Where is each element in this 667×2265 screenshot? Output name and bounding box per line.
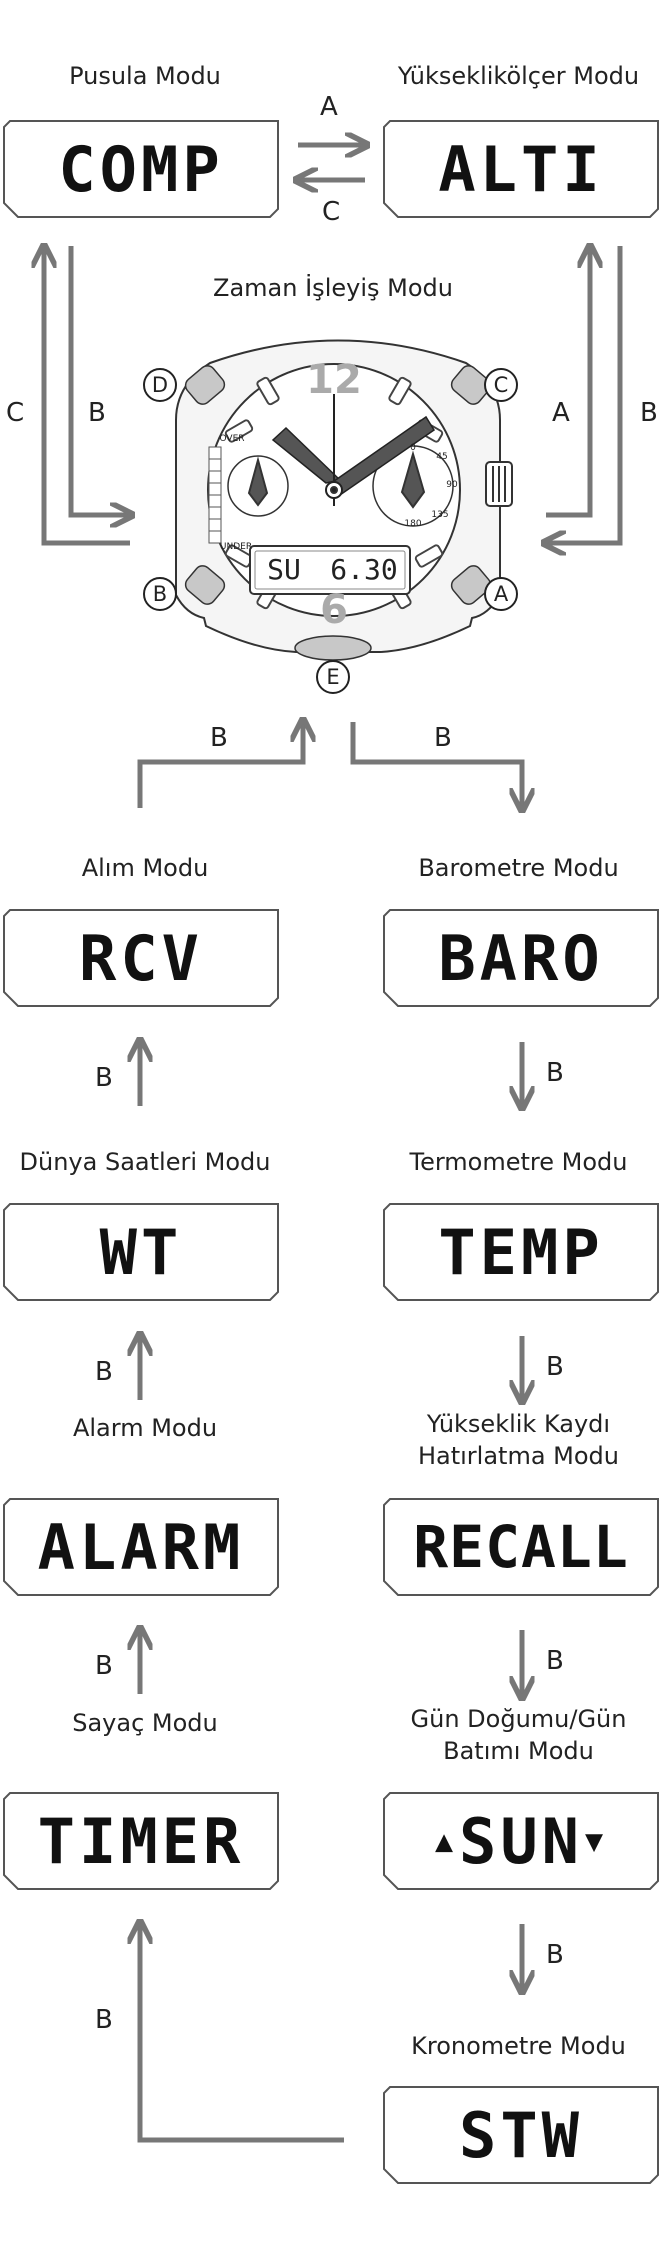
timekeeping-mode-label: Zaman İşleyiş Modu xyxy=(213,274,453,302)
arrow-label-b-timer-return: B xyxy=(95,2005,113,2035)
digital-window xyxy=(249,545,411,595)
dial-marker-6: 6 xyxy=(320,587,348,633)
display-box-stopwatch xyxy=(383,2086,659,2184)
arrow-watch-to-barometer xyxy=(350,722,522,808)
timer-display: TIMER xyxy=(37,1804,245,1878)
arrow-right-outer-b xyxy=(546,246,623,543)
alarm-mode-label: Alarm Modu xyxy=(72,1414,218,1442)
arrow-label-b-world-time: B xyxy=(95,1063,113,1093)
display-box-sunrise xyxy=(383,1792,659,1890)
display-box-timer xyxy=(3,1792,279,1890)
world-time-display: WT xyxy=(99,1215,183,1289)
arrow-label-b-left: B xyxy=(88,398,106,428)
display-box-thermometer xyxy=(383,1203,659,1301)
arrow-right-inner-a xyxy=(546,248,590,518)
digital-day: SU xyxy=(267,553,301,586)
display-box-recall xyxy=(383,1498,659,1596)
arrow-label-b-receive: B xyxy=(210,723,228,753)
display-box-compass xyxy=(3,120,279,218)
push-button-a xyxy=(450,565,492,605)
arrow-label-b-thermometer: B xyxy=(546,1058,564,1088)
altimeter-display: ALTI xyxy=(438,132,604,206)
right-subdial-hand xyxy=(400,450,426,509)
sunrise-display: ▲SUN▼ xyxy=(384,1793,658,1889)
arrow-label-b-recall: B xyxy=(546,1352,564,1382)
arrow-label-c-left: C xyxy=(6,398,25,428)
button-d-label: D xyxy=(143,368,177,402)
arrow-watch-to-receive xyxy=(137,722,303,808)
left-subdial-hand xyxy=(247,456,269,507)
display-box-barometer xyxy=(383,909,659,1007)
barometer-mode-label: Barometre Modu xyxy=(418,854,619,882)
sunrise-mode-label-line1: Gün Doğumu/Gün xyxy=(410,1705,627,1733)
barometer-display: BARO xyxy=(438,921,604,995)
subdial-mark-135: 135 xyxy=(431,510,449,520)
watch-illustration xyxy=(175,339,513,661)
recall-mode-label-line2: Hatırlatma Modu xyxy=(417,1442,620,1470)
arrow-label-b-sunrise: B xyxy=(546,1646,564,1676)
arrow-label-c-top: C xyxy=(322,197,341,227)
button-b-label: B xyxy=(143,577,177,611)
push-button-c xyxy=(450,365,492,405)
arrow-label-b-barometer: B xyxy=(434,723,452,753)
subdial-mark-180: 180 xyxy=(404,519,422,529)
thermometer-mode-label: Termometre Modu xyxy=(409,1148,628,1176)
receive-display: RCV xyxy=(79,921,203,995)
compass-mode-label: Pusula Modu xyxy=(69,62,221,90)
display-box-world-time xyxy=(3,1203,279,1301)
thermometer-display: TEMP xyxy=(438,1215,604,1289)
display-box-alarm xyxy=(3,1498,279,1596)
world-time-mode-label: Dünya Saatleri Modu xyxy=(19,1148,271,1176)
altitude-scale xyxy=(208,446,222,544)
sunset-down-triangle-icon: ▼ xyxy=(584,1823,608,1859)
altimeter-mode-label: Yükseklikölçer Modu xyxy=(397,62,640,90)
button-a-label: A xyxy=(484,577,518,611)
sunrise-mode-label-line2: Batımı Modu xyxy=(443,1737,594,1765)
subdial-mark-45: 45 xyxy=(436,452,448,462)
subdial-mark-90: 90 xyxy=(446,480,458,490)
scale-label-under: UNDER xyxy=(219,542,253,552)
stopwatch-mode-label: Kronometre Modu xyxy=(411,2032,626,2060)
arrow-left-inner-b xyxy=(68,246,130,515)
receive-mode-label: Alım Modu xyxy=(81,854,209,882)
arrow-label-b-right: B xyxy=(640,398,658,428)
arrow-label-a-right: A xyxy=(552,398,570,428)
dial-marker-12: 12 xyxy=(306,357,362,403)
button-c-label: C xyxy=(484,368,518,402)
arrow-label-b-alarm: B xyxy=(95,1357,113,1387)
alarm-display: ALARM xyxy=(37,1510,245,1584)
sunrise-up-triangle-icon: ▲ xyxy=(434,1823,457,1859)
digital-time: 6.30 xyxy=(330,553,398,586)
display-box-altimeter xyxy=(383,120,659,218)
display-box-receive xyxy=(3,909,279,1007)
arrow-stopwatch-to-timer xyxy=(140,1924,344,2143)
push-button-b xyxy=(184,565,226,605)
stopwatch-display: STW xyxy=(459,2098,583,2172)
compass-display: COMP xyxy=(58,132,224,206)
scale-label-over: OVER xyxy=(219,434,245,444)
arrow-left-outer-c xyxy=(44,248,130,546)
push-button-d xyxy=(184,365,226,405)
button-e-label: E xyxy=(316,660,350,694)
timer-mode-label: Sayaç Modu xyxy=(72,1709,218,1737)
subdial-mark-0: 0 xyxy=(410,443,416,453)
arrow-label-b-timer: B xyxy=(95,1651,113,1681)
recall-display: RECALL xyxy=(413,1513,629,1581)
push-button-e xyxy=(294,635,372,661)
crown xyxy=(485,461,513,507)
arrow-label-b-stopwatch: B xyxy=(546,1940,564,1970)
arrow-label-a-top: A xyxy=(320,92,338,122)
recall-mode-label-line1: Yükseklik Kaydı xyxy=(426,1410,611,1438)
sunrise-display-text: SUN xyxy=(459,1804,583,1878)
